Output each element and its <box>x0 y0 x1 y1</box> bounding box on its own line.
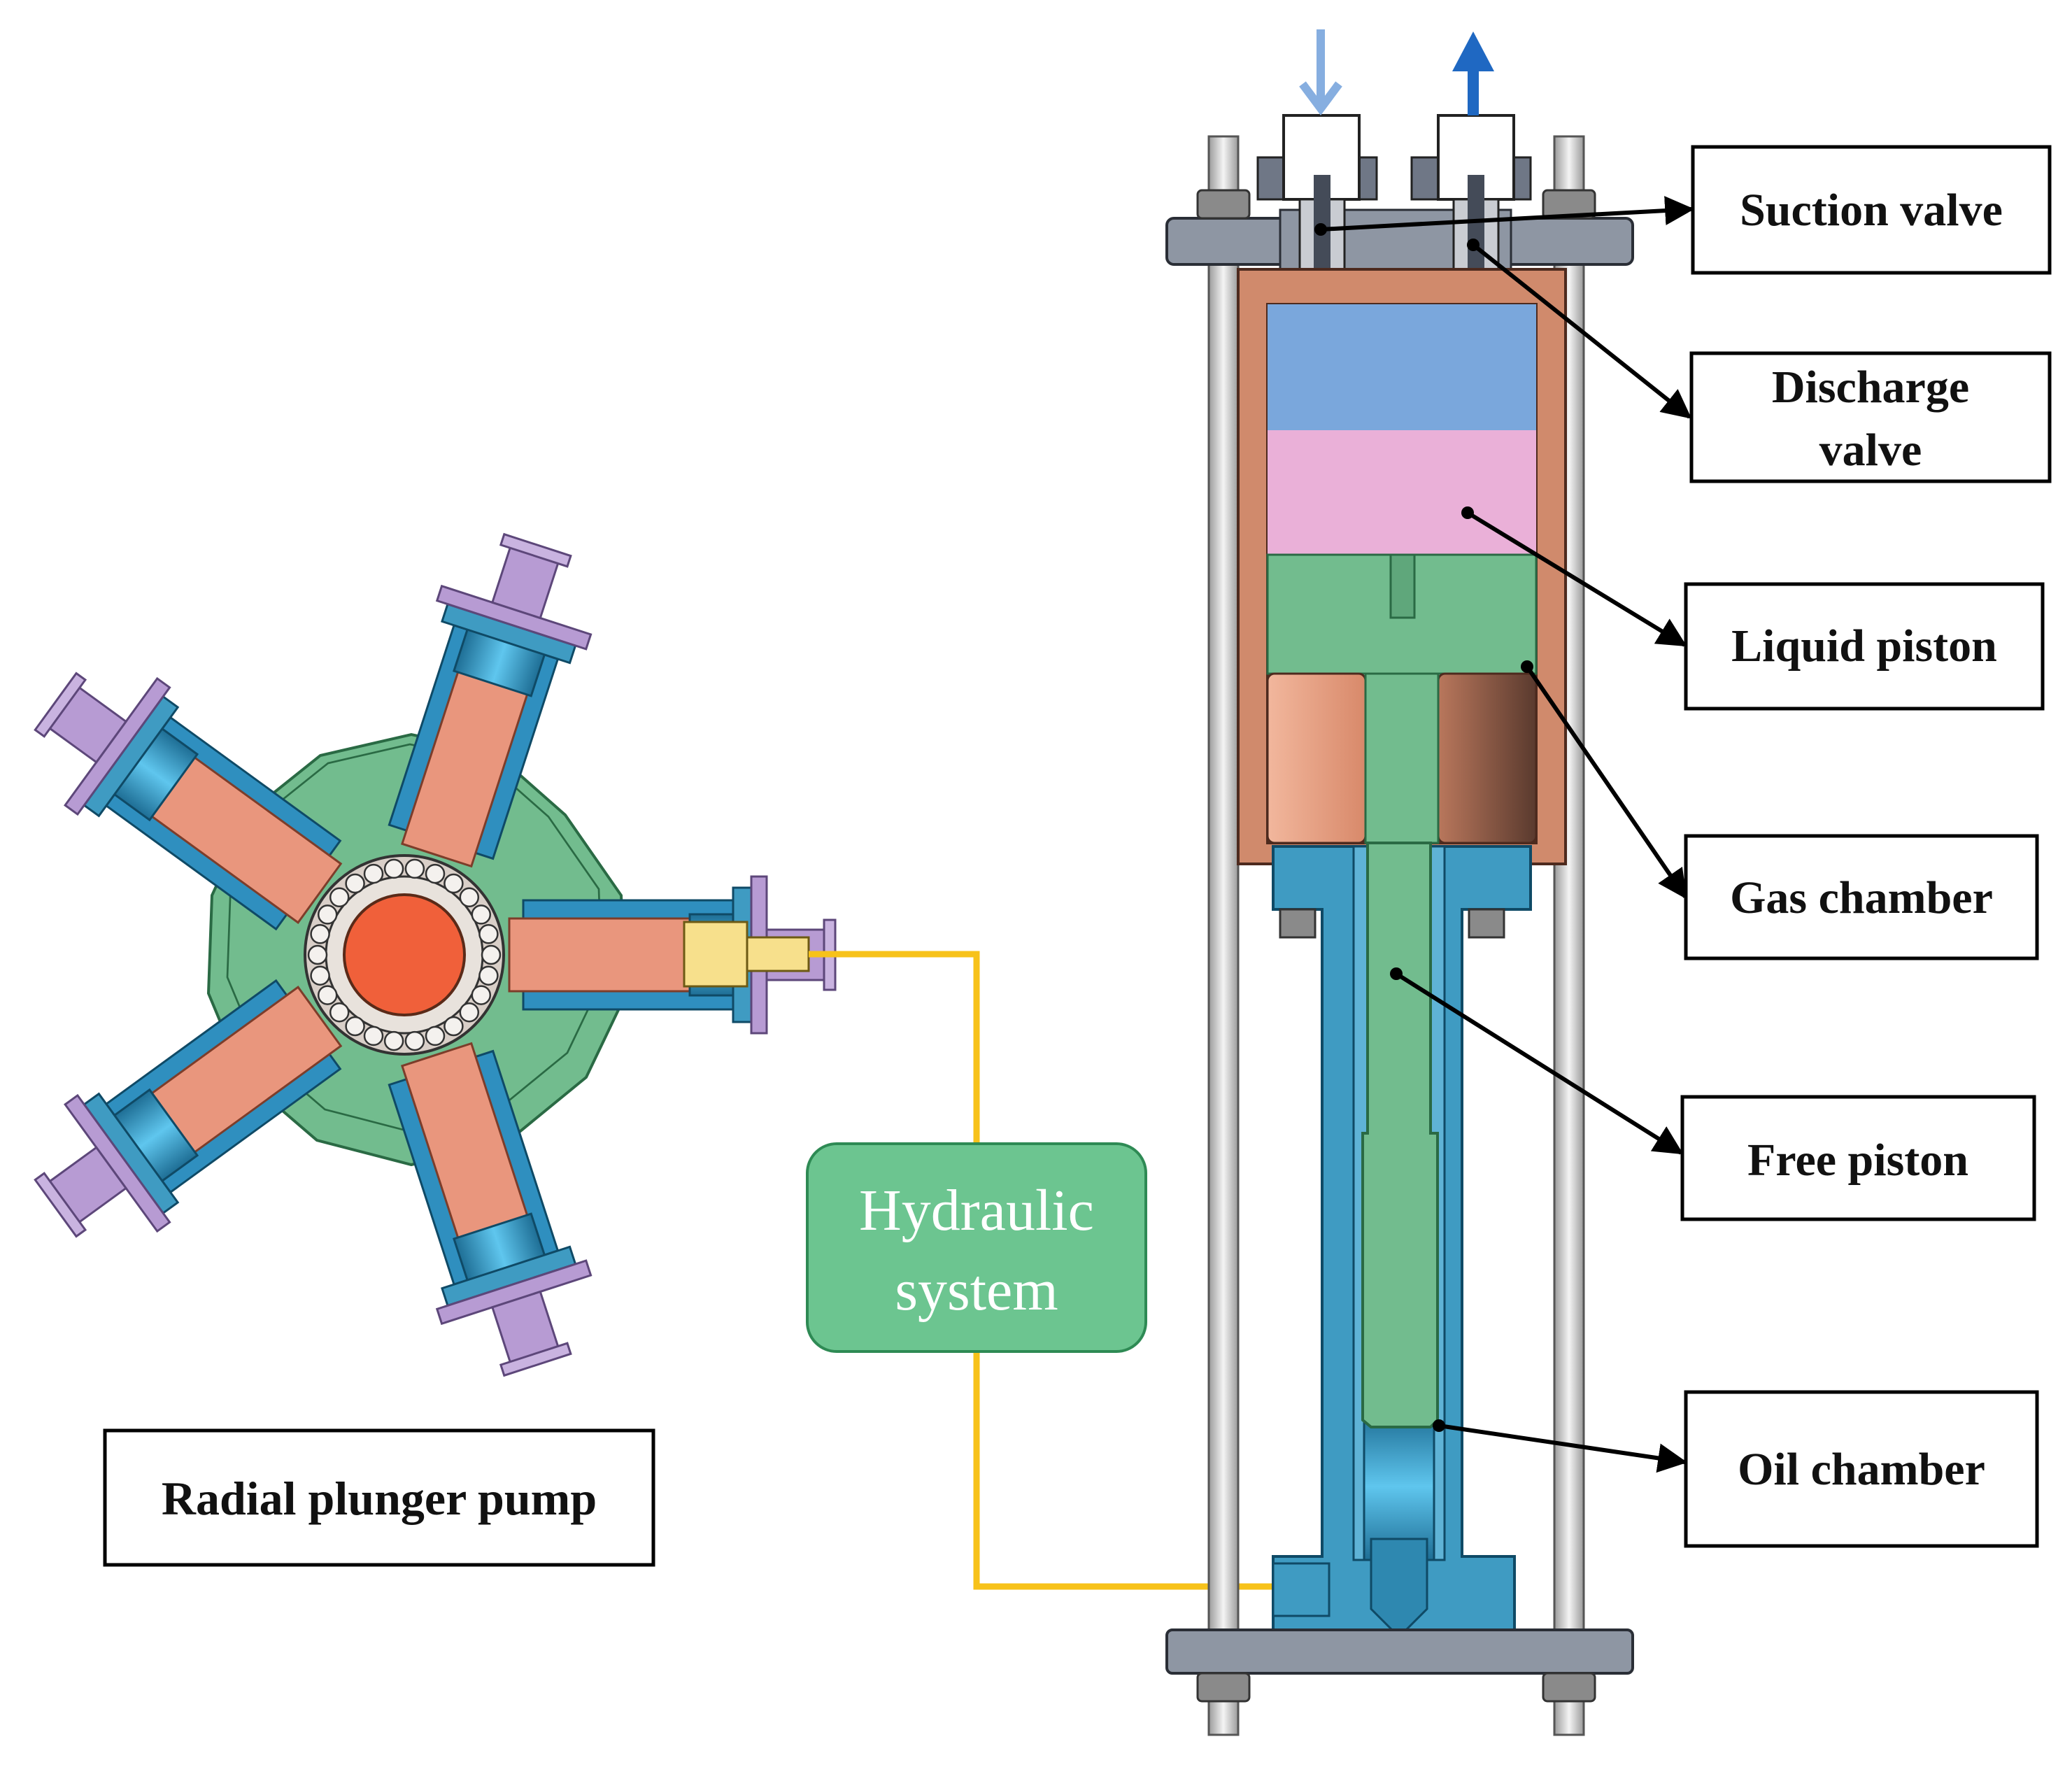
hydraulic-system-label-line1: Hydraulic <box>859 1178 1094 1243</box>
gas-chamber-left <box>1266 672 1367 844</box>
oil-port-elbow <box>1370 1538 1428 1639</box>
oil-port <box>1272 1562 1331 1617</box>
discharge-valve-box <box>1689 351 2052 483</box>
hydraulic-lines <box>809 951 1307 1590</box>
hydraulic-system-label-line2: system <box>895 1258 1058 1323</box>
discharge-valve-label-line2: valve <box>1819 425 1922 476</box>
bearing-ball <box>478 965 499 986</box>
bearing-ball <box>317 985 338 1005</box>
leader-lines <box>1320 196 1695 1473</box>
pump-arm-upper-right <box>361 520 613 881</box>
gas-chamber-right <box>1437 672 1538 844</box>
liquid-blue-layer <box>1268 304 1536 430</box>
hydraulic-to-oil-chamber-line <box>973 1350 1307 1590</box>
bearing-ball <box>459 887 480 908</box>
bearing-ball <box>310 924 330 944</box>
gas-chamber-box <box>1684 834 2039 960</box>
oil-chamber-leader <box>1438 1424 1688 1473</box>
bottom-plate <box>1165 1628 1634 1675</box>
free-piston-stem-upper <box>1364 672 1440 844</box>
hydraulic-system-box: Hydraulic system <box>806 1142 1147 1353</box>
bearing-ball <box>383 858 404 879</box>
suction-valve-leader <box>1320 196 1695 232</box>
free-piston-leader <box>1395 972 1684 1155</box>
bearing-ball <box>383 1030 404 1051</box>
liquid-piston-leader <box>1466 511 1687 647</box>
discharge-valve-leader <box>1472 243 1692 419</box>
oil-chamber-box <box>1684 1390 2039 1548</box>
radial-plunger-pump-box <box>103 1428 655 1567</box>
bearing-ball <box>478 924 499 944</box>
bearing-ball <box>329 887 350 908</box>
gas-chamber-leader <box>1525 665 1687 900</box>
bearing-ball <box>310 965 330 986</box>
liquid-pink-layer <box>1268 430 1536 555</box>
bearing-ball <box>481 944 502 965</box>
discharge-valve-label-line1: Discharge <box>1772 362 1969 413</box>
bearing-ball <box>363 863 384 884</box>
pump-to-hydraulic-line <box>809 951 980 1144</box>
suction-valve-box <box>1691 145 2052 275</box>
pump-bearing-balls <box>307 858 502 1051</box>
leader-dots <box>1314 223 1533 1432</box>
radial-plunger-pump <box>8 520 837 1390</box>
bearing-ball <box>444 873 464 894</box>
mid-nut-left <box>1279 908 1317 939</box>
liquid-piston-label: Liquid piston <box>1731 620 1997 672</box>
pump-core <box>343 893 466 1016</box>
bearing-ball <box>444 1016 464 1037</box>
bearing-ball <box>404 1030 425 1051</box>
suction-valve-label: Suction valve <box>1740 185 2003 236</box>
free-piston-label: Free piston <box>1747 1135 1968 1186</box>
compressor-assembly <box>1165 29 1634 1736</box>
bearing-ball <box>425 1026 446 1046</box>
label-boxes <box>103 145 2052 1567</box>
bearing-ball <box>471 904 492 925</box>
bearing-ball <box>317 904 338 925</box>
bottom-nut-right <box>1542 1672 1596 1703</box>
gas-chamber-label: Gas chamber <box>1730 872 1993 923</box>
top-nut-left <box>1196 189 1251 220</box>
piston-head-bore <box>1389 553 1416 619</box>
bearing-ball <box>425 863 446 884</box>
bearing-ball <box>404 858 425 879</box>
pump-outlet-plug <box>683 921 748 988</box>
free-piston-rod <box>1361 842 1439 1428</box>
oil-chamber-label: Oil chamber <box>1738 1444 1985 1495</box>
bearing-ball <box>329 1002 350 1023</box>
bottom-nut-left <box>1196 1672 1251 1703</box>
bearing-ball <box>307 944 328 965</box>
bearing-ball <box>345 1016 365 1037</box>
tie-rod-left <box>1207 135 1240 1736</box>
pump-outlet-nozzle <box>746 936 810 972</box>
liquid-piston-box <box>1684 582 2045 711</box>
suction-valve-body <box>1256 114 1378 299</box>
free-piston-box <box>1680 1095 2036 1221</box>
up-arrow-icon <box>1452 31 1494 115</box>
bearing-ball <box>459 1002 480 1023</box>
top-nut-right <box>1542 189 1596 220</box>
down-arrow-icon <box>1299 29 1342 116</box>
bearing-ball <box>471 985 492 1005</box>
mid-nut-right <box>1468 908 1505 939</box>
bearing-ball <box>363 1026 384 1046</box>
bearing-ball <box>345 873 365 894</box>
radial-plunger-pump-label: Radial plunger pump <box>162 1472 597 1525</box>
